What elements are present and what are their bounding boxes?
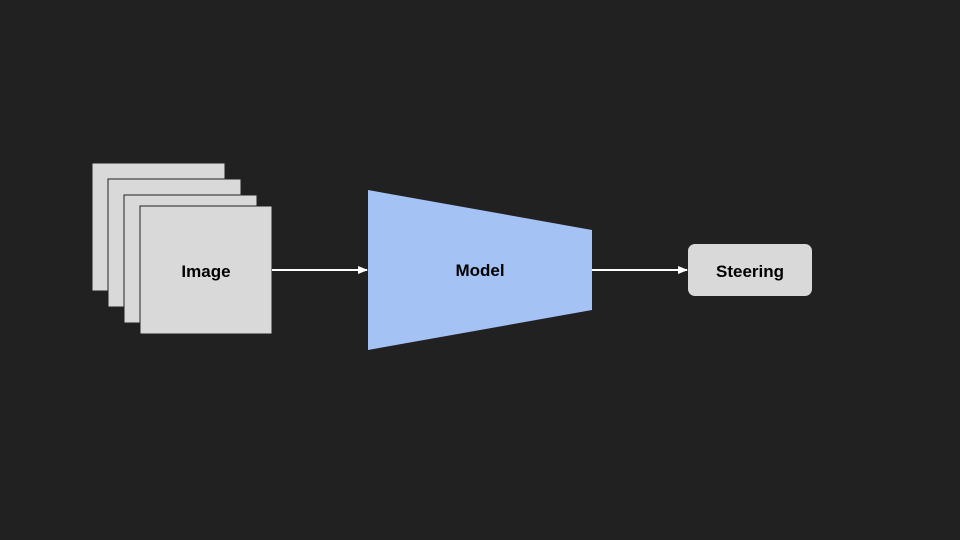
steering-block: Steering (688, 244, 812, 296)
image-frame-front (139, 205, 273, 335)
image-label: Image (181, 262, 230, 281)
model-block: Model (368, 190, 592, 350)
image-stack: Image (91, 162, 273, 335)
steering-box (688, 244, 812, 296)
model-shape (368, 190, 592, 350)
steering-label: Steering (716, 262, 784, 281)
model-label: Model (455, 261, 504, 280)
